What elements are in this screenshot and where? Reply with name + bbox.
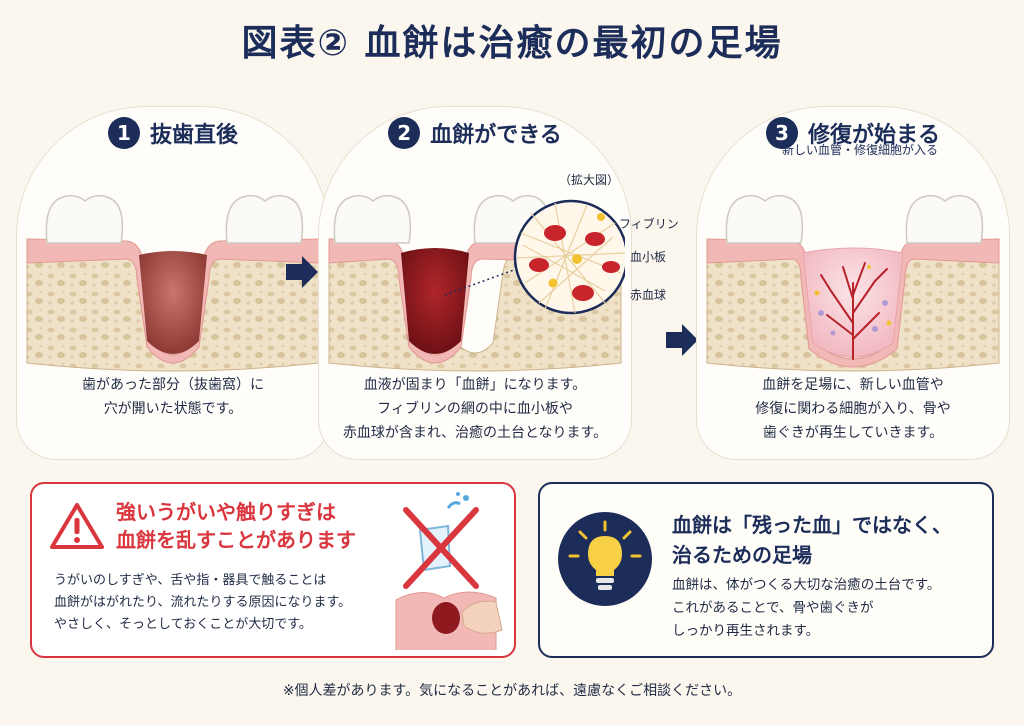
info-title: 血餅は「残った血」ではなく、 治るための足場	[672, 510, 952, 570]
footnote: ※個人差があります。気になることがあれば、遠慮なくご相談ください。	[282, 683, 742, 699]
info-title-line: 治るための足場	[672, 543, 812, 567]
page-title: 図表② 血餅は治癒の最初の足場	[241, 23, 783, 64]
arrow-right-icon	[286, 256, 318, 288]
blood-clot-illustration	[328, 194, 625, 372]
warning-triangle-icon	[50, 503, 104, 549]
info-text-line: これがあることで、骨や歯ぐきが	[672, 600, 874, 616]
step-description: 血餅を足場に、新しい血管や 修復に関わる細胞が入り、骨や 歯ぐきが再生していきま…	[709, 373, 997, 445]
arrow-right-icon	[666, 324, 698, 356]
step-number-badge: 3	[765, 117, 798, 149]
platelet-label-outer: 血小板	[630, 250, 667, 264]
step-description-line: 歯ぐきが再生していきます。	[762, 425, 944, 441]
step-header: 3 修復が始まる	[697, 117, 1009, 149]
step-title: 血餅ができる	[430, 123, 562, 148]
step-description-line: 歯があった部分（抜歯窩）に	[82, 377, 264, 393]
step-card-1: 1 抜歯直後 歯があった部分（抜歯窩）に 穴が開いた状態です。	[16, 106, 330, 460]
warning-text-line: 血餅がはがれたり、流れたりする原因になります。	[54, 595, 352, 610]
warning-title-line: 強いうがいや触りすぎは	[116, 500, 336, 524]
step-number-badge: 2	[388, 117, 421, 149]
step-subtitle: 新しい血管・修復細胞が入る	[781, 143, 938, 157]
step-description-line: 穴が開いた状態です。	[103, 401, 243, 417]
step-description: 歯があった部分（抜歯窩）に 穴が開いた状態です。	[29, 373, 317, 421]
warning-title-line: 血餅を乱すことがあります	[116, 528, 356, 552]
info-text-line: しっかり再生されます。	[672, 623, 820, 639]
step-card-3: 3 修復が始まる 新しい血管・修復細胞が入る 血餅を足場に、新しい血管や 修復に関…	[696, 106, 1010, 460]
step-title: 修復が始まる	[807, 123, 940, 148]
info-title-line: 血餅は「残った血」ではなく、	[672, 513, 952, 537]
step-description-line: 修復に関わる細胞が入り、骨や	[755, 401, 951, 417]
step-title: 抜歯直後	[149, 123, 238, 148]
warning-box: 強いうがいや触りすぎは 血餅を乱すことがあります うがいのしすぎや、舌や指・器具…	[30, 482, 516, 658]
step-description: 血液が固まり「血餅」になります。 フィブリンの網の中に血小板や 赤血球が含まれ、…	[331, 373, 619, 445]
lightbulb-icon	[558, 512, 652, 606]
step-header: 2 血餅ができる	[319, 117, 631, 149]
step-card-2: 2 血餅ができる （拡大図） フィブリン 血小板 赤血球 血液が固まり「血餅」にな…	[318, 106, 679, 460]
warning-text: うがいのしすぎや、舌や指・器具で触ることは 血餅がはがれたり、流れたりする原因に…	[54, 570, 402, 636]
warning-text-line: やさしく、そっとしておくことが大切です。	[54, 617, 312, 632]
step-description-line: 血餅を足場に、新しい血管や	[762, 377, 944, 393]
step-description-line: 赤血球が含まれ、治癒の土台となります。	[342, 425, 608, 441]
step-header: 1 抜歯直後	[17, 117, 329, 149]
warning-text-line: うがいのしすぎや、舌や指・器具で触ることは	[54, 573, 327, 588]
info-text-line: 血餅は、体がつくる大切な治癒の土台です。	[672, 577, 941, 593]
step-description-line: フィブリンの網の中に血小板や	[377, 401, 573, 417]
healing-socket-illustration	[706, 194, 1000, 372]
step-description-line: 血液が固まり「血餅」になります。	[363, 377, 587, 393]
step-number-badge: 1	[107, 117, 140, 149]
fibrin-label: フィブリン	[619, 217, 679, 231]
warning-title: 強いうがいや触りすぎは 血餅を乱すことがあります	[116, 498, 356, 554]
extraction-socket-illustration	[26, 194, 320, 372]
magnify-label: （拡大図）	[559, 173, 620, 187]
rbc-label-outer: 赤血球	[630, 288, 667, 302]
info-text: 血餅は、体がつくる大切な治癒の土台です。 これがあることで、骨や歯ぐきが しっか…	[672, 574, 940, 643]
info-box: 血餅は「残った血」ではなく、 治るための足場 血餅は、体がつくる大切な治癒の土台…	[538, 482, 994, 658]
no-touch-icon	[395, 492, 503, 650]
